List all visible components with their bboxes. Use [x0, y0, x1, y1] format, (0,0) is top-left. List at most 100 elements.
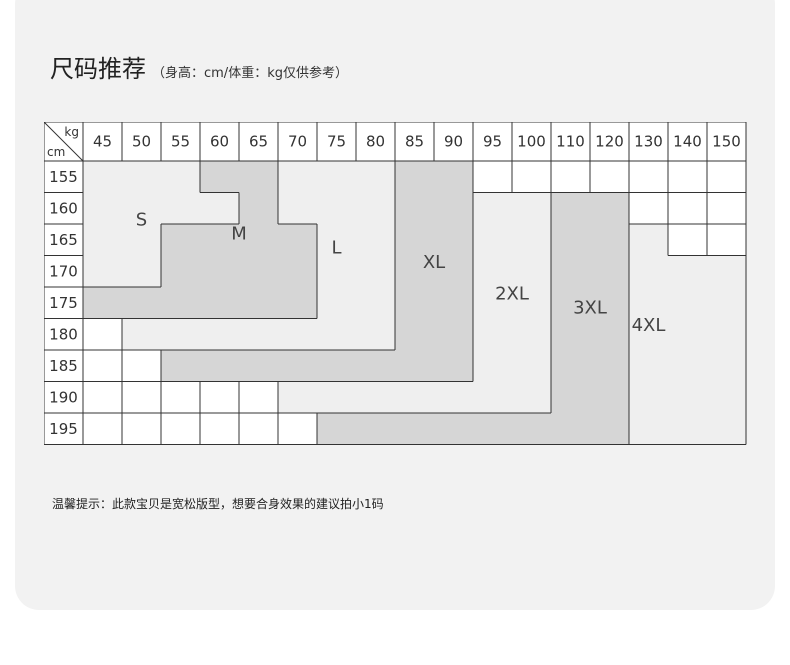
- corner-cm-label: cm: [47, 145, 65, 159]
- zone-cell-m: [239, 161, 279, 193]
- weight-header-95: 95: [483, 133, 502, 151]
- zone-cell-l: [278, 318, 318, 351]
- zone-cell-2xl: [356, 381, 396, 414]
- tip-text: 温馨提示：此款宝贝是宽松版型，想要合身效果的建议拍小1码: [52, 497, 384, 511]
- zone-cell-l: [161, 318, 201, 351]
- zone-cell-2xl: [395, 381, 435, 414]
- weight-header-70: 70: [288, 133, 307, 151]
- height-label-185: 185: [49, 357, 78, 375]
- zone-cell-2xl: [512, 318, 552, 351]
- zone-cell-l: [317, 224, 357, 256]
- zone-cell-s: [83, 224, 123, 256]
- weight-header-60: 60: [210, 133, 229, 151]
- zone-cell-3xl: [590, 255, 630, 288]
- zone-cell-3xl: [590, 318, 630, 351]
- weight-header-50: 50: [132, 133, 151, 151]
- zone-cell-4xl: [707, 255, 747, 288]
- zone-cell-3xl: [473, 413, 513, 445]
- zone-cell-2xl: [434, 381, 474, 414]
- zone-cell-2xl: [473, 287, 513, 319]
- weight-header-130: 130: [634, 133, 663, 151]
- zone-cell-l: [356, 192, 396, 225]
- zone-cell-3xl: [551, 413, 591, 445]
- height-label-175: 175: [49, 294, 78, 312]
- zone-cell-m: [239, 287, 279, 319]
- zone-cell-m: [278, 255, 318, 288]
- height-label-180: 180: [49, 325, 78, 343]
- zone-cell-2xl: [512, 255, 552, 288]
- size-label-m: M: [231, 223, 247, 244]
- zone-cell-l: [356, 318, 396, 351]
- zone-cell-xl: [239, 350, 279, 382]
- weight-header-80: 80: [366, 133, 385, 151]
- zone-cell-l: [278, 192, 318, 225]
- zone-cell-3xl: [317, 413, 357, 445]
- zone-cell-l: [356, 287, 396, 319]
- zone-cell-l: [317, 255, 357, 288]
- zone-cell-m: [200, 224, 240, 256]
- zone-cell-m: [200, 161, 240, 193]
- zone-cell-l: [200, 318, 240, 351]
- height-label-170: 170: [49, 262, 78, 280]
- zone-cell-s: [122, 192, 162, 225]
- zone-cell-4xl: [629, 350, 669, 382]
- zone-cell-m: [278, 287, 318, 319]
- weight-header-75: 75: [327, 133, 346, 151]
- zone-cell-s: [161, 192, 201, 225]
- zone-cell-3xl: [590, 224, 630, 256]
- zone-cell-l: [239, 318, 279, 351]
- zone-cell-xl: [395, 255, 435, 288]
- zone-cell-xl: [395, 350, 435, 382]
- zone-cell-s: [122, 161, 162, 193]
- zone-cell-2xl: [512, 192, 552, 225]
- zone-cell-2xl: [473, 381, 513, 414]
- zone-cell-l: [122, 318, 162, 351]
- zone-cell-l: [356, 255, 396, 288]
- zone-cell-m: [200, 255, 240, 288]
- zone-cell-xl: [434, 287, 474, 319]
- weight-header-110: 110: [556, 133, 585, 151]
- zone-cell-xl: [395, 287, 435, 319]
- zone-cell-xl: [356, 350, 396, 382]
- zone-cell-4xl: [629, 318, 669, 351]
- weight-header-120: 120: [595, 133, 624, 151]
- zone-cell-m: [161, 224, 201, 256]
- zone-cell-xl: [278, 350, 318, 382]
- height-label-165: 165: [49, 231, 78, 249]
- zone-cell-l: [317, 192, 357, 225]
- size-label-3xl: 3XL: [573, 297, 607, 318]
- zone-cell-3xl: [551, 287, 591, 319]
- zone-cell-4xl: [707, 318, 747, 351]
- zone-cell-4xl: [629, 255, 669, 288]
- zone-cell-4xl: [668, 350, 708, 382]
- zone-cell-3xl: [434, 413, 474, 445]
- zone-cell-2xl: [512, 287, 552, 319]
- zone-cell-xl: [434, 161, 474, 193]
- zone-cell-3xl: [590, 350, 630, 382]
- zone-cell-s: [122, 255, 162, 288]
- zone-cell-xl: [434, 318, 474, 351]
- zone-cell-2xl: [512, 381, 552, 414]
- zone-cell-2xl: [473, 192, 513, 225]
- zone-cell-4xl: [707, 350, 747, 382]
- size-label-4xl: 4XL: [632, 315, 666, 336]
- zone-cell-l: [356, 224, 396, 256]
- zone-cell-3xl: [551, 192, 591, 225]
- zone-cell-xl: [434, 224, 474, 256]
- zone-cell-4xl: [629, 381, 669, 414]
- size-label-2xl: 2XL: [495, 283, 529, 304]
- corner-diagonal: [44, 122, 84, 162]
- weight-header-140: 140: [673, 133, 702, 151]
- size-label-xl: XL: [423, 252, 445, 273]
- zone-cell-xl: [434, 192, 474, 225]
- corner-kg-label: kg: [64, 125, 79, 139]
- zone-cell-3xl: [356, 413, 396, 445]
- zone-cell-m: [239, 224, 279, 256]
- zone-cell-m: [239, 255, 279, 288]
- zone-cell-2xl: [473, 350, 513, 382]
- zone-cell-m: [200, 287, 240, 319]
- zone-cell-4xl: [668, 318, 708, 351]
- zone-cell-2xl: [317, 381, 357, 414]
